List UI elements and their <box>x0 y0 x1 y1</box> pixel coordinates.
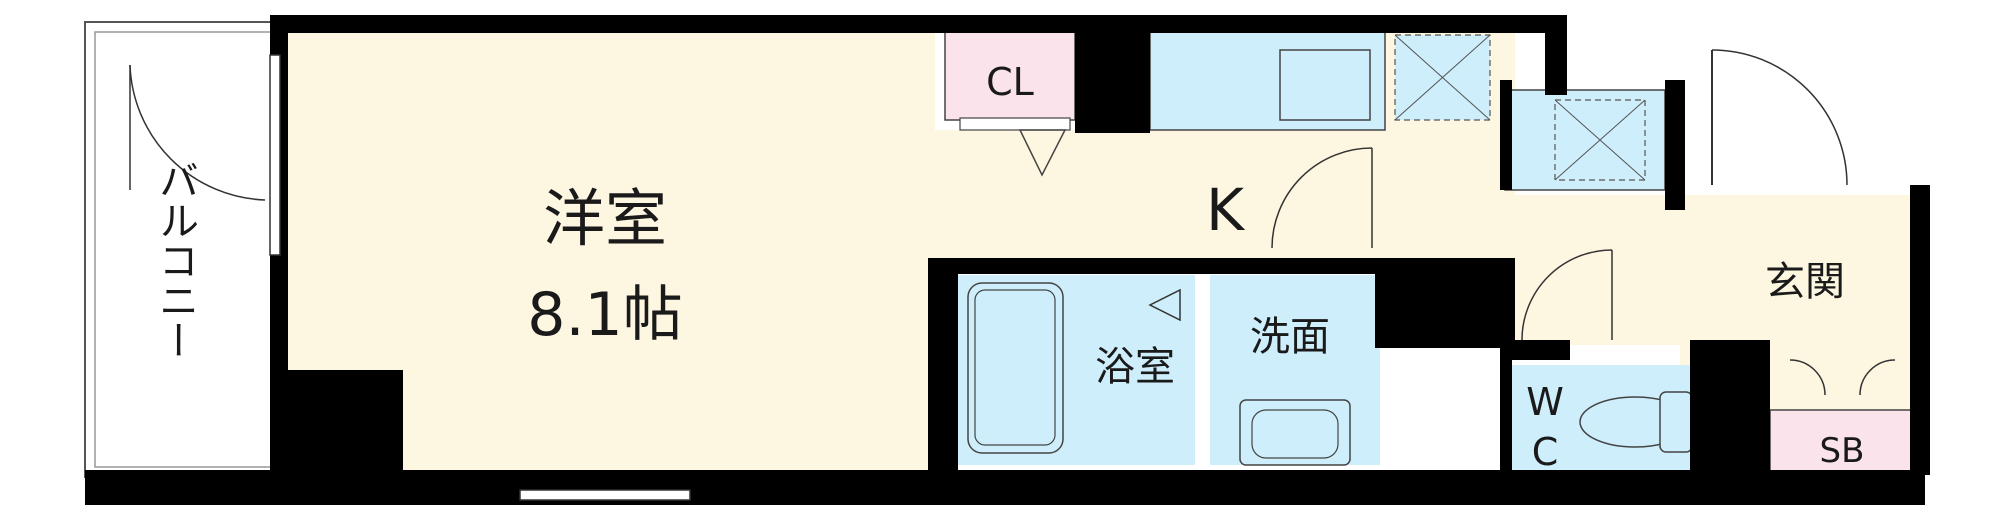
western-room-label: 洋室 <box>543 182 667 255</box>
shoe-box-label: SB <box>1820 431 1865 471</box>
laundry-space <box>1504 89 1666 191</box>
bathroom-label: 浴室 <box>1095 344 1175 390</box>
balcony-door-swing <box>129 64 266 201</box>
toilet-label-c: C <box>1532 430 1559 474</box>
balcony-label: バルコニー <box>152 160 198 360</box>
closet-label: CL <box>986 60 1034 104</box>
kitchen-sink <box>1279 49 1371 121</box>
entrance-label: 玄関 <box>1765 259 1845 305</box>
hall-floor <box>1505 195 1680 345</box>
western-room-size: 8.1帖 <box>527 280 682 350</box>
wet-areas <box>955 29 1700 480</box>
bathtub <box>967 282 1064 454</box>
toilet-label-w: W <box>1526 380 1564 424</box>
washroom-label: 洗面 <box>1250 314 1330 360</box>
kitchen-label: K <box>1206 176 1246 244</box>
entrance-door-swing <box>1711 49 1848 186</box>
balcony <box>84 21 286 478</box>
wash-basin <box>1239 399 1351 466</box>
door-swings <box>1148 147 1896 396</box>
closet <box>944 29 1076 121</box>
windows <box>269 54 691 501</box>
